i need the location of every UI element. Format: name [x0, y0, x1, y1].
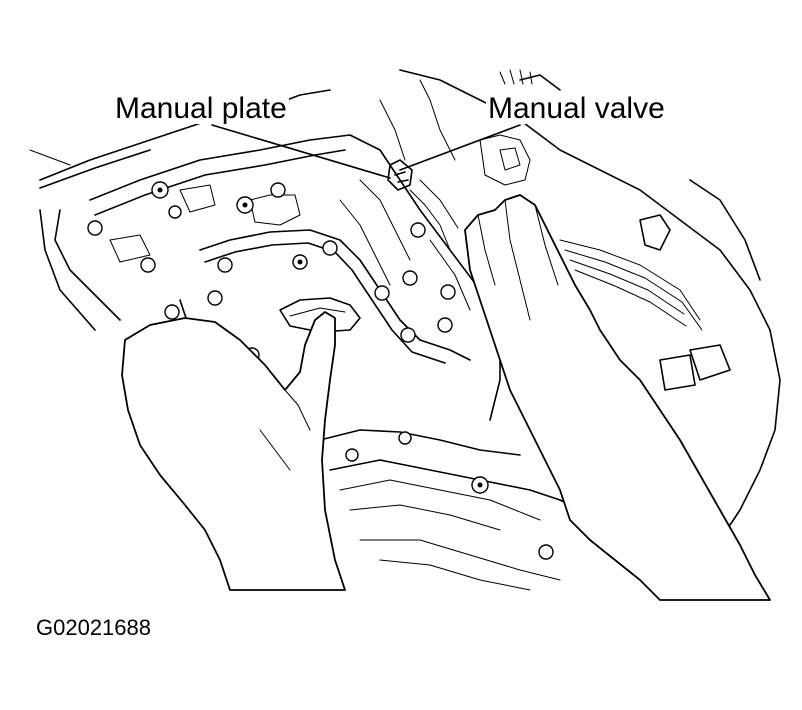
- wiring-harness: [479, 134, 731, 391]
- bolt: [270, 182, 286, 198]
- leader-line-manual-valve: [399, 124, 521, 171]
- bolt: [437, 317, 453, 333]
- callout-manual-plate: Manual plate: [113, 92, 289, 125]
- left-hand: [121, 311, 346, 591]
- bolt: [410, 222, 426, 238]
- manual-valve-detail: [387, 159, 459, 251]
- leader-line-manual-plate: [211, 124, 391, 179]
- bolt: [217, 257, 233, 273]
- bolt: [140, 257, 156, 273]
- bolt: [400, 327, 416, 343]
- bolt: [87, 220, 103, 236]
- bolt: [345, 448, 359, 462]
- bolt: [538, 544, 554, 560]
- leader-lines: [211, 124, 521, 179]
- transmission-case: [29, 69, 781, 541]
- bolt: [164, 304, 180, 320]
- bolt: [374, 285, 390, 301]
- bolt: [168, 205, 182, 219]
- bolt: [398, 431, 412, 445]
- right-hand: [464, 194, 771, 601]
- bolt: [207, 290, 223, 306]
- bolt: [402, 270, 418, 286]
- callout-manual-valve: Manual valve: [486, 92, 667, 125]
- figure-id: G02021688: [36, 615, 151, 640]
- bolt: [440, 284, 456, 300]
- bolt: [322, 240, 338, 256]
